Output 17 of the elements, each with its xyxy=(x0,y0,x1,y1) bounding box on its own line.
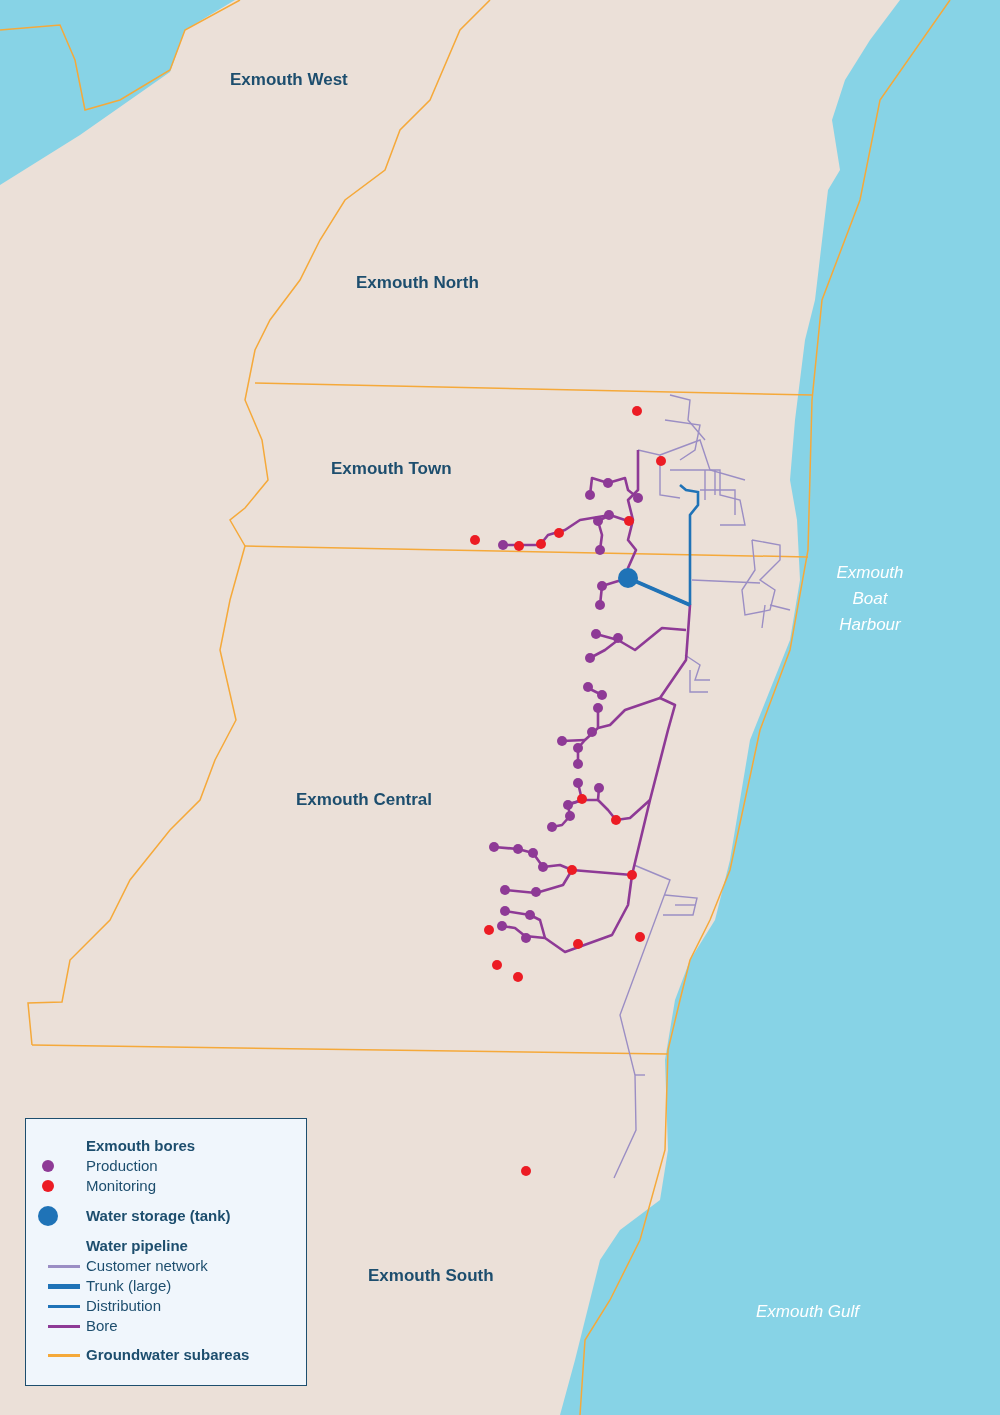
legend-label: Trunk (large) xyxy=(86,1277,172,1294)
legend-label: Distribution xyxy=(86,1297,162,1314)
area-name: Exmouth Central xyxy=(296,790,433,810)
legend-label: Groundwater subareas xyxy=(86,1346,250,1363)
legend-label: Monitoring xyxy=(86,1177,157,1194)
water-body-name: Exmouth Gulf xyxy=(755,1301,862,1323)
area-name: Exmouth North xyxy=(356,273,479,293)
legend-label: Production xyxy=(86,1157,158,1174)
legend-label: Water storage (tank) xyxy=(86,1207,231,1224)
area-name: Exmouth West xyxy=(230,70,348,90)
area-name: Exmouth Town xyxy=(331,459,452,479)
legend-heading: Water pipeline xyxy=(86,1237,188,1254)
area-name: Exmouth South xyxy=(368,1266,494,1286)
water-body-name: Exmouth Boat Harbour xyxy=(835,562,905,636)
legend-label: Customer network xyxy=(86,1257,208,1274)
legend-heading: Exmouth bores xyxy=(86,1137,196,1154)
legend-label: Bore xyxy=(86,1317,118,1334)
